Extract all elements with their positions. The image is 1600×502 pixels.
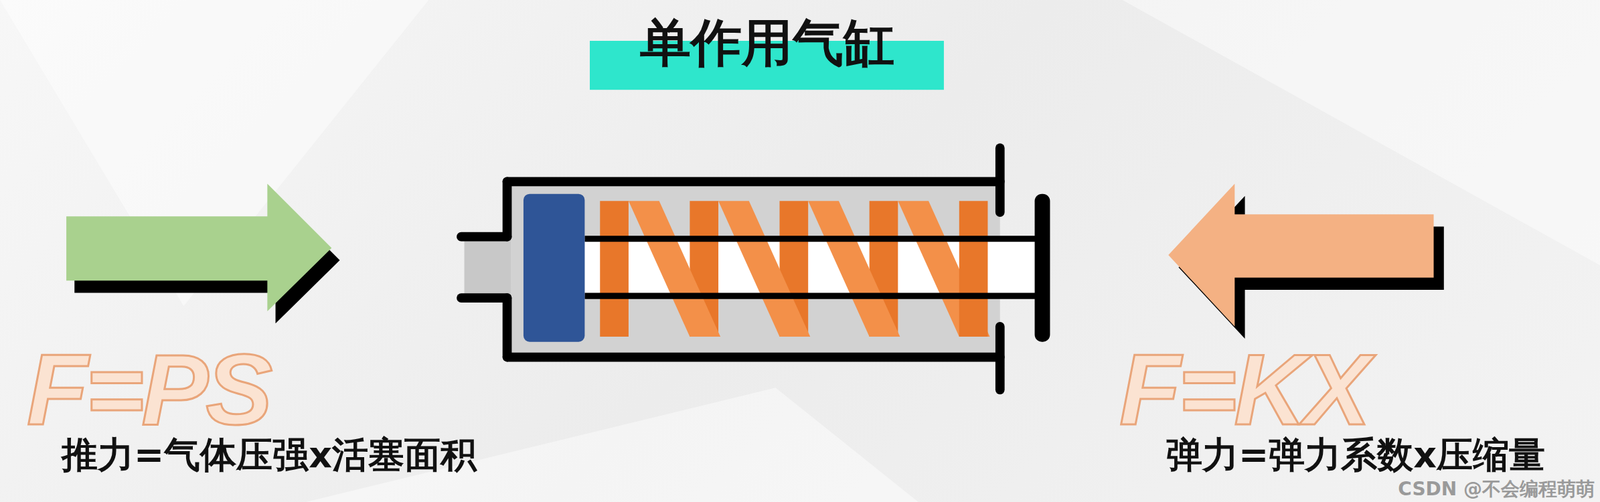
spring-coil	[599, 200, 629, 337]
air-port	[464, 238, 512, 296]
piston	[523, 194, 585, 343]
spring-coil	[628, 200, 721, 337]
push-arrow	[66, 183, 332, 312]
cylinder	[461, 147, 1050, 390]
title: 单作用气缸	[589, 14, 945, 71]
formula: F=KX	[1119, 334, 1369, 446]
spring-force-arrow	[1168, 183, 1434, 327]
spring-coil	[959, 200, 989, 337]
spring-coil	[808, 200, 900, 337]
spring-coil	[718, 200, 811, 337]
spring-coil	[897, 200, 990, 337]
formula-description: 弹力=弹力系数x压缩量	[1166, 435, 1546, 475]
rod-edge	[584, 238, 1041, 296]
formula-description: 推力=气体压强x活塞面积	[61, 435, 477, 475]
watermark: CSDN @不会编程萌萌	[1397, 479, 1595, 501]
cylinder-wall	[461, 147, 1001, 390]
rod-end	[1034, 194, 1051, 343]
spring	[599, 200, 990, 337]
formula: F=PS	[26, 334, 270, 446]
